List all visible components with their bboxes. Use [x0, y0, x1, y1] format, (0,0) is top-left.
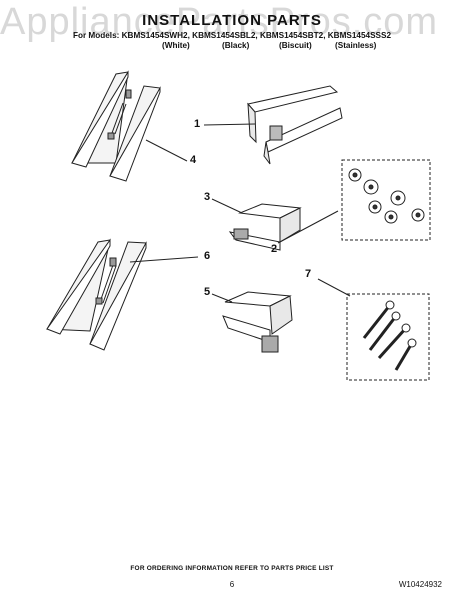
mounting-plate-part-5 — [222, 291, 293, 353]
finish-biscuit: (Biscuit) — [279, 41, 312, 50]
trim-strip-pair-upper — [71, 70, 161, 182]
trim-strip-pair-lower — [46, 238, 147, 351]
finish-stainless: (Stainless) — [335, 41, 377, 50]
callout-6: 6 — [204, 250, 211, 262]
leader-lines — [129, 123, 351, 303]
mounting-plate-part-3 — [228, 203, 302, 251]
finish-black: (Black) — [222, 41, 250, 50]
document-number: W10424932 — [398, 580, 442, 589]
callout-3: 3 — [204, 191, 211, 203]
callout-1: 1 — [194, 118, 201, 130]
ordering-note: FOR ORDERING INFORMATION REFER TO PARTS … — [130, 565, 334, 572]
bracket-part-1 — [247, 85, 343, 165]
callout-5: 5 — [204, 286, 211, 298]
callout-2: 2 — [271, 243, 278, 255]
page-number: 6 — [229, 580, 235, 589]
callout-4: 4 — [190, 154, 197, 166]
page-title: INSTALLATION PARTS — [142, 12, 322, 29]
watermark: AppliancePartsPros.com — [0, 1, 439, 43]
model-list: For Models: KBMS1454SWH2, KBMS1454SBL2, … — [72, 31, 392, 40]
screw-bag-part-2 — [341, 159, 431, 241]
callout-7: 7 — [305, 268, 312, 280]
finish-white: (White) — [162, 41, 190, 50]
screw-bag-part-7 — [346, 293, 430, 381]
